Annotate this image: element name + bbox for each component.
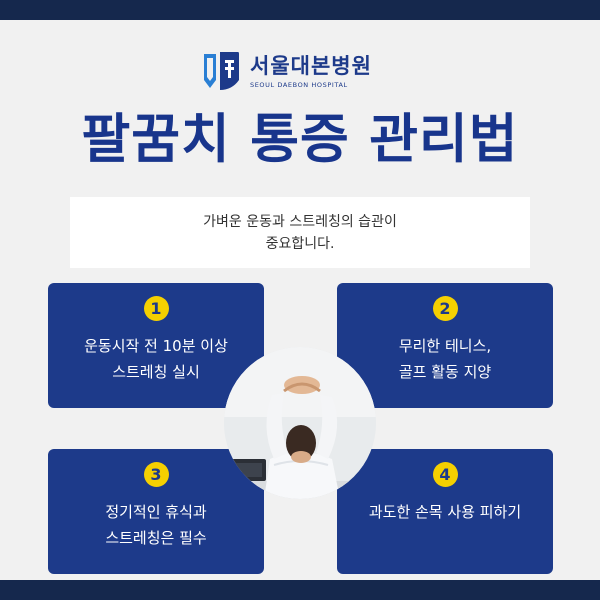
tip-card-4: 4 과도한 손목 사용 피하기 (337, 449, 553, 574)
top-bar (0, 0, 600, 20)
tip-text-line-1: 과도한 손목 사용 피하기 (368, 503, 522, 521)
tip-number-badge: 2 (432, 296, 458, 321)
stretching-photo (224, 347, 376, 499)
hospital-logo: 서울대본병원 SEOUL DAEBON HOSPITAL (202, 50, 372, 92)
tip-text-line-1: 정기적인 휴식과 (105, 503, 207, 521)
bottom-bar (0, 580, 600, 600)
stretching-person-illustration (224, 347, 376, 499)
hospital-logo-icon (204, 52, 239, 90)
tip-number-badge: 4 (432, 462, 458, 487)
tip-text-line-2: 스트레칭 실시 (112, 363, 200, 381)
tip-text-line-2: 골프 활동 지양 (398, 363, 492, 381)
tip-card-2: 2 무리한 테니스, 골프 활동 지양 (337, 283, 553, 408)
subtitle-line-1: 가벼운 운동과 스트레칭의 습관이 (203, 213, 397, 230)
tip-card-3: 3 정기적인 휴식과 스트레칭은 필수 (48, 449, 264, 574)
tip-text-line-1: 무리한 테니스, (398, 337, 492, 355)
hospital-name-en: SEOUL DAEBON HOSPITAL (250, 80, 348, 89)
tip-number-badge: 1 (143, 296, 169, 321)
hospital-name: 서울대본병원 (250, 53, 372, 78)
tip-text-line-1: 운동시작 전 10분 이상 (84, 337, 228, 355)
tip-number-badge: 3 (143, 462, 169, 487)
subtitle-line-2: 중요합니다. (265, 235, 335, 252)
tip-card-1: 1 운동시작 전 10분 이상 스트레칭 실시 (48, 283, 264, 408)
subtitle-box: 가벼운 운동과 스트레칭의 습관이 중요합니다. (70, 197, 530, 268)
tip-text-line-2: 스트레칭은 필수 (105, 529, 207, 547)
page-title: 팔꿈치 통증 관리법 (81, 109, 519, 170)
